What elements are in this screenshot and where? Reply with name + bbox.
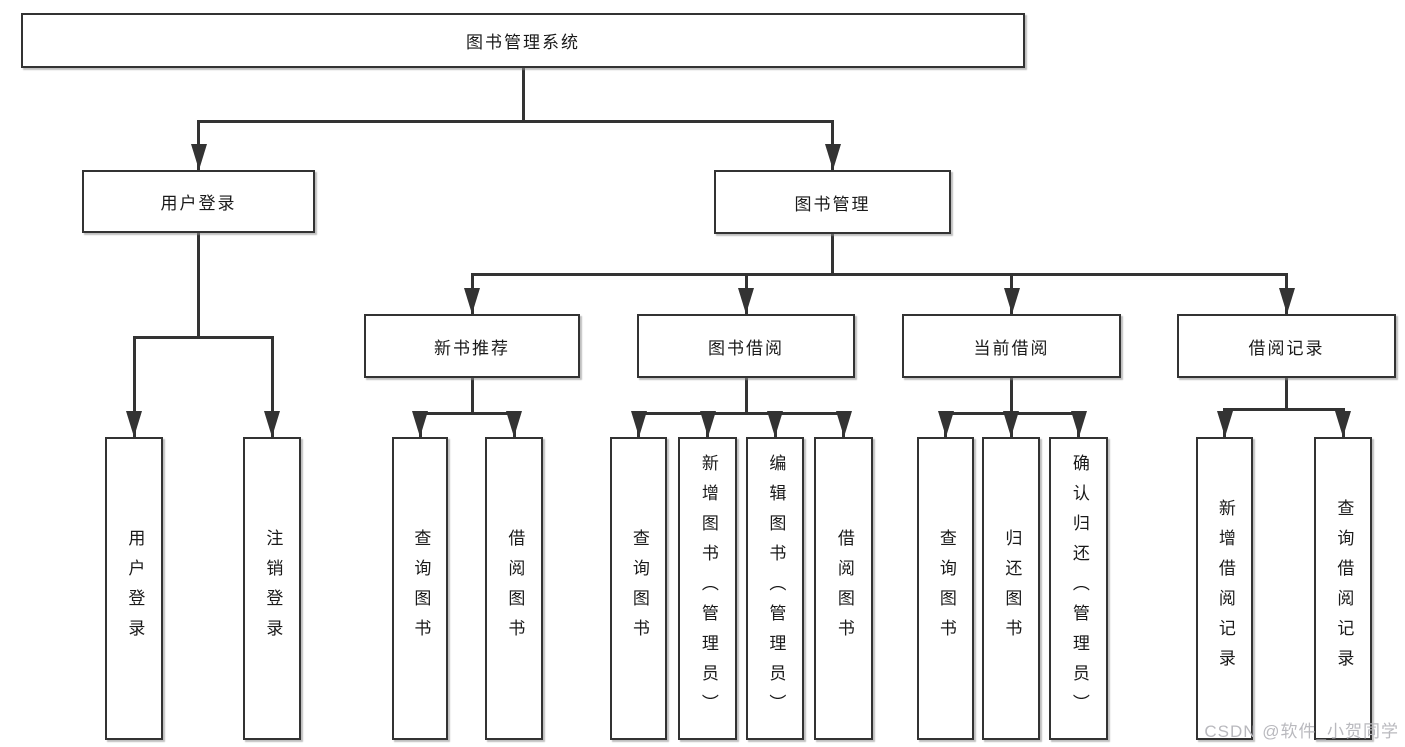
node-ul-login: 用户登录 (105, 437, 163, 740)
node-label: 归还图书 (1002, 528, 1022, 649)
node-label: 新增图书（管理员） (698, 453, 718, 724)
node-label: 注销登录 (263, 528, 283, 649)
node-book-borrow: 图书借阅 (637, 314, 855, 378)
arrow-down-icon (824, 144, 841, 170)
node-ul-logout: 注销登录 (243, 437, 301, 740)
node-label: 查询借阅记录 (1334, 498, 1354, 679)
node-current-borrow: 当前借阅 (902, 314, 1121, 378)
node-nbr-query: 查询图书 (392, 437, 448, 740)
connector-bar (197, 120, 834, 123)
arrow-down-icon (1278, 288, 1295, 314)
arrow-down-icon (738, 288, 754, 314)
node-label: 确认归还（管理员） (1069, 453, 1089, 724)
connector-drop (132, 336, 136, 437)
node-user-login: 用户登录 (82, 170, 315, 233)
node-cb-return: 归还图书 (982, 437, 1040, 740)
node-label: 用户登录 (160, 194, 237, 213)
connector-stem (744, 378, 748, 415)
arrow-down-icon (1003, 411, 1019, 437)
arrow-down-icon (937, 411, 954, 437)
node-bb-borrow: 借阅图书 (814, 437, 873, 740)
node-label: 用户登录 (125, 528, 145, 649)
node-label: 新增借阅记录 (1215, 498, 1235, 679)
node-label: 借阅图书 (834, 528, 854, 649)
connector-bar (1223, 408, 1345, 411)
node-label: 当前借阅 (973, 338, 1050, 358)
connector-bar (470, 273, 1288, 276)
arrow-down-icon (1070, 411, 1087, 437)
arrow-down-icon (1003, 288, 1020, 314)
node-label: 查询图书 (629, 528, 649, 649)
node-book-mgmt: 图书管理 (714, 170, 951, 234)
node-bb-query: 查询图书 (610, 437, 667, 740)
node-label: 图书管理 (794, 194, 871, 214)
connector-stem (197, 233, 200, 339)
connector-stem (1010, 378, 1013, 415)
arrow-down-icon (1335, 411, 1351, 437)
connector-stem (521, 68, 525, 123)
node-nbr-borrow: 借阅图书 (485, 437, 543, 740)
arrow-down-icon (126, 411, 142, 437)
arrow-down-icon (767, 411, 783, 437)
arrow-down-icon (630, 411, 647, 437)
arrow-down-icon (835, 411, 852, 437)
arrow-down-icon (464, 288, 480, 314)
connector-bar (637, 412, 845, 415)
connector-bar (132, 336, 274, 339)
node-br-query: 查询借阅记录 (1314, 437, 1372, 740)
node-label: 查询图书 (411, 528, 431, 649)
node-new-book-rec: 新书推荐 (364, 314, 580, 378)
connector-stem (1285, 378, 1288, 411)
node-cb-confirm: 确认归还（管理员） (1049, 437, 1108, 740)
node-cb-query: 查询图书 (917, 437, 974, 740)
node-br-add: 新增借阅记录 (1196, 437, 1253, 740)
node-label: 图书管理系统 (466, 33, 580, 52)
node-label: 借阅记录 (1248, 338, 1325, 358)
connector-bar (418, 412, 516, 415)
connector-stem (831, 234, 834, 276)
node-label: 查询图书 (936, 528, 956, 649)
arrow-down-icon (412, 411, 428, 437)
csdn-watermark: CSDN @软件_小贺同学 (1204, 722, 1399, 741)
node-label: 编辑图书（管理员） (766, 453, 786, 724)
arrow-down-icon (699, 411, 716, 437)
node-bb-add: 新增图书（管理员） (678, 437, 737, 740)
node-label: 图书借阅 (708, 338, 784, 358)
node-borrow-records: 借阅记录 (1177, 314, 1396, 378)
arrow-down-icon (506, 411, 522, 437)
connector-stem (470, 378, 474, 415)
node-label: 新书推荐 (434, 338, 510, 358)
arrow-down-icon (264, 411, 280, 437)
arrow-down-icon (1216, 411, 1233, 437)
node-root: 图书管理系统 (21, 13, 1025, 68)
connector-drop (270, 336, 274, 437)
node-bb-edit: 编辑图书（管理员） (746, 437, 804, 740)
arrow-down-icon (190, 144, 207, 170)
node-label: 借阅图书 (505, 528, 525, 649)
